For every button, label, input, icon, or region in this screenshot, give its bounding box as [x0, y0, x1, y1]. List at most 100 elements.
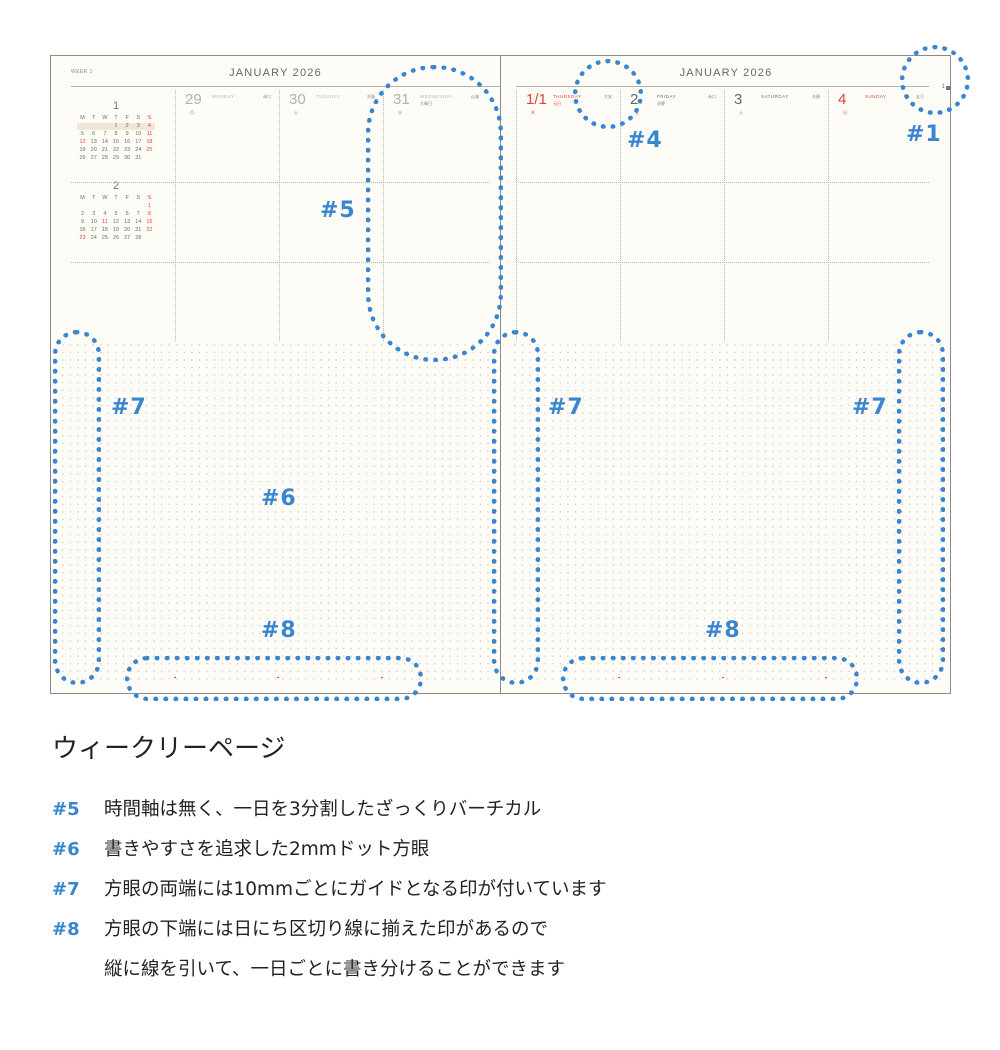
date-cell: 2: [121, 123, 133, 130]
annotation-7-label: #7: [852, 395, 888, 420]
date-cell: [122, 203, 133, 210]
rokuyo-label: 先勝: [367, 94, 375, 99]
date-cell: 11: [101, 219, 108, 225]
date-cell: 1: [110, 123, 122, 130]
date-cell: [88, 123, 100, 130]
date-cell: 24: [90, 235, 97, 241]
day-name: MONDAY: [212, 94, 235, 99]
date-cell: 2: [81, 211, 85, 217]
date-cell: 23: [79, 235, 86, 241]
spine: [500, 56, 501, 693]
date-cell: 27: [90, 155, 97, 161]
header-rule: [71, 86, 500, 87]
feature-text: 時間軸は無く、一日を3分割したざっくりバーチカル: [104, 790, 541, 830]
weekday-kanji: 木: [531, 110, 535, 115]
annotation-8-region-right: [561, 656, 859, 701]
weekday-label: F: [125, 115, 129, 121]
date-cell: [88, 203, 99, 210]
date-cell: 22: [112, 147, 120, 153]
day-name: FRIDAY: [657, 94, 677, 99]
weekday-label: S: [147, 195, 152, 201]
date-cell: [144, 235, 155, 242]
date-cell: 31: [135, 155, 142, 161]
day-divider-rule: [516, 182, 929, 183]
annotation-7-region-center: [492, 330, 540, 685]
date-cell: 21: [101, 147, 108, 153]
date-cell: 16: [79, 227, 86, 233]
dot-grid: [511, 341, 943, 681]
date-cell: 28: [135, 235, 142, 241]
weekday-kanji: 火: [294, 110, 298, 115]
feature-line: 縦に線を引いて、一日ごとに書き分けることができます: [104, 959, 566, 980]
day-divider-rule: [71, 262, 490, 263]
date-cell: 13: [90, 139, 97, 145]
date-cell: 8: [114, 131, 118, 137]
weekday-kanji: 日: [843, 110, 847, 115]
weekday-label: S: [136, 115, 141, 121]
date-cell: 14: [101, 139, 108, 145]
day-note: 初夢: [657, 101, 665, 106]
annotation-1-label: #1: [906, 122, 942, 147]
weekday-label: T: [114, 115, 118, 121]
day-number: 4: [838, 91, 847, 108]
day-guide-mark: [174, 677, 176, 678]
date-cell: 29: [112, 155, 120, 161]
date-cell: [144, 155, 155, 162]
date-cell: 11: [146, 131, 153, 137]
date-cell: 22: [146, 227, 153, 233]
day-note: 元日: [553, 101, 561, 106]
feature-line: 書きやすさを追求した2mmドット方眼: [104, 839, 430, 860]
weekday-label: F: [125, 195, 129, 201]
annotation-6-label: #6: [261, 486, 297, 511]
date-cell: 9: [81, 219, 85, 225]
annotation-1-circle: [900, 45, 970, 115]
date-cell: 28: [101, 155, 108, 161]
weekday-label: T: [92, 195, 96, 201]
feature-text: 書きやすさを追求した2mmドット方眼: [104, 830, 429, 870]
date-cell: [99, 203, 110, 210]
section-title: ウィークリーページ: [52, 734, 286, 764]
date-cell: 18: [146, 139, 153, 145]
feature-number: #6: [52, 839, 80, 860]
date-cell: [77, 123, 89, 130]
date-cell: 25: [101, 235, 108, 241]
date-cell: 23: [124, 147, 131, 153]
annotation-5-label: #5: [320, 198, 356, 223]
rokuyo-label: 先勝: [812, 94, 820, 99]
feature-item: #6 書きやすさを追求した2mmドット方眼: [52, 830, 606, 870]
week-label: WEEK 1: [71, 69, 93, 75]
date-cell: 10: [90, 219, 97, 225]
date-cell: 30: [124, 155, 131, 161]
weekday-label: T: [92, 115, 96, 121]
page-title: JANUARY 2026: [679, 67, 773, 79]
date-cell: 17: [90, 227, 97, 233]
day-divider-rule: [516, 262, 929, 263]
annotation-7-region-right: [897, 330, 945, 685]
weekday-kanji: 月: [190, 110, 194, 115]
date-cell: 10: [135, 131, 142, 137]
date-cell: 12: [79, 139, 86, 145]
weekday-label: S: [136, 195, 141, 201]
date-cell: 18: [101, 227, 108, 233]
weekday-label: S: [147, 115, 152, 121]
date-cell: [77, 203, 88, 210]
date-cell: [99, 123, 111, 130]
date-cell: 27: [124, 235, 131, 241]
weekday-label: W: [102, 115, 108, 121]
day-guide-mark: [277, 677, 279, 678]
feature-line: 時間軸は無く、一日を3分割したざっくりバーチカル: [104, 799, 542, 820]
day-divider-rule: [71, 182, 490, 183]
date-cell: 24: [135, 147, 142, 153]
annotation-8-label: #8: [261, 618, 297, 643]
date-cell: 14: [135, 219, 142, 225]
